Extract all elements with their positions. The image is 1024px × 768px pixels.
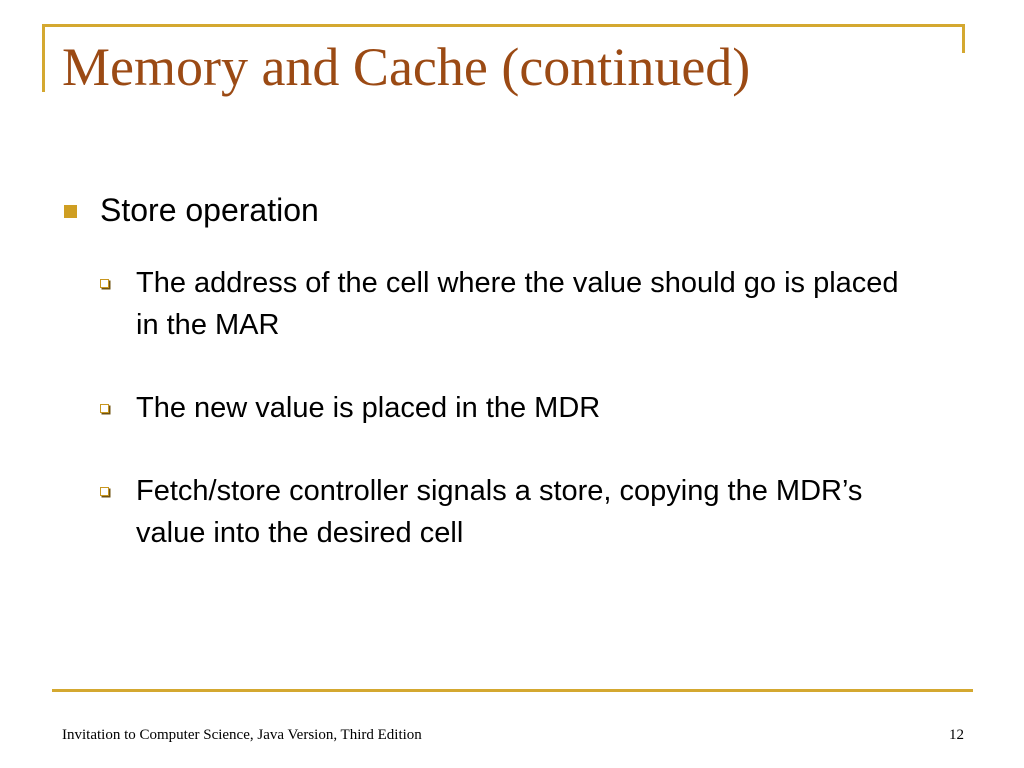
sub-bullet-text: Fetch/store controller signals a store, … bbox=[136, 475, 863, 549]
left-frame-tick bbox=[42, 24, 45, 92]
filled-square-icon bbox=[64, 205, 77, 218]
sub-bullet-item: The address of the cell where the value … bbox=[100, 262, 926, 346]
sub-bullet-list: The address of the cell where the value … bbox=[62, 262, 962, 554]
sub-bullet-item: The new value is placed in the MDR bbox=[100, 387, 926, 429]
hollow-square-icon bbox=[100, 487, 109, 496]
sub-bullet-text: The new value is placed in the MDR bbox=[136, 392, 601, 424]
bullet-text: Store operation bbox=[100, 192, 319, 228]
hollow-square-icon bbox=[100, 279, 109, 288]
slide-title: Memory and Cache (continued) bbox=[62, 37, 751, 97]
page-number: 12 bbox=[949, 727, 964, 743]
bullet-item: Store operation bbox=[62, 186, 962, 234]
right-frame-tick bbox=[962, 24, 965, 53]
footer-text: Invitation to Computer Science, Java Ver… bbox=[62, 727, 422, 743]
footer-divider bbox=[52, 689, 973, 692]
top-frame-line bbox=[42, 24, 965, 27]
hollow-square-icon bbox=[100, 404, 109, 413]
sub-bullet-item: Fetch/store controller signals a store, … bbox=[100, 470, 926, 554]
slide-content: Store operation The address of the cell … bbox=[62, 186, 962, 595]
sub-bullet-text: The address of the cell where the value … bbox=[136, 267, 899, 341]
